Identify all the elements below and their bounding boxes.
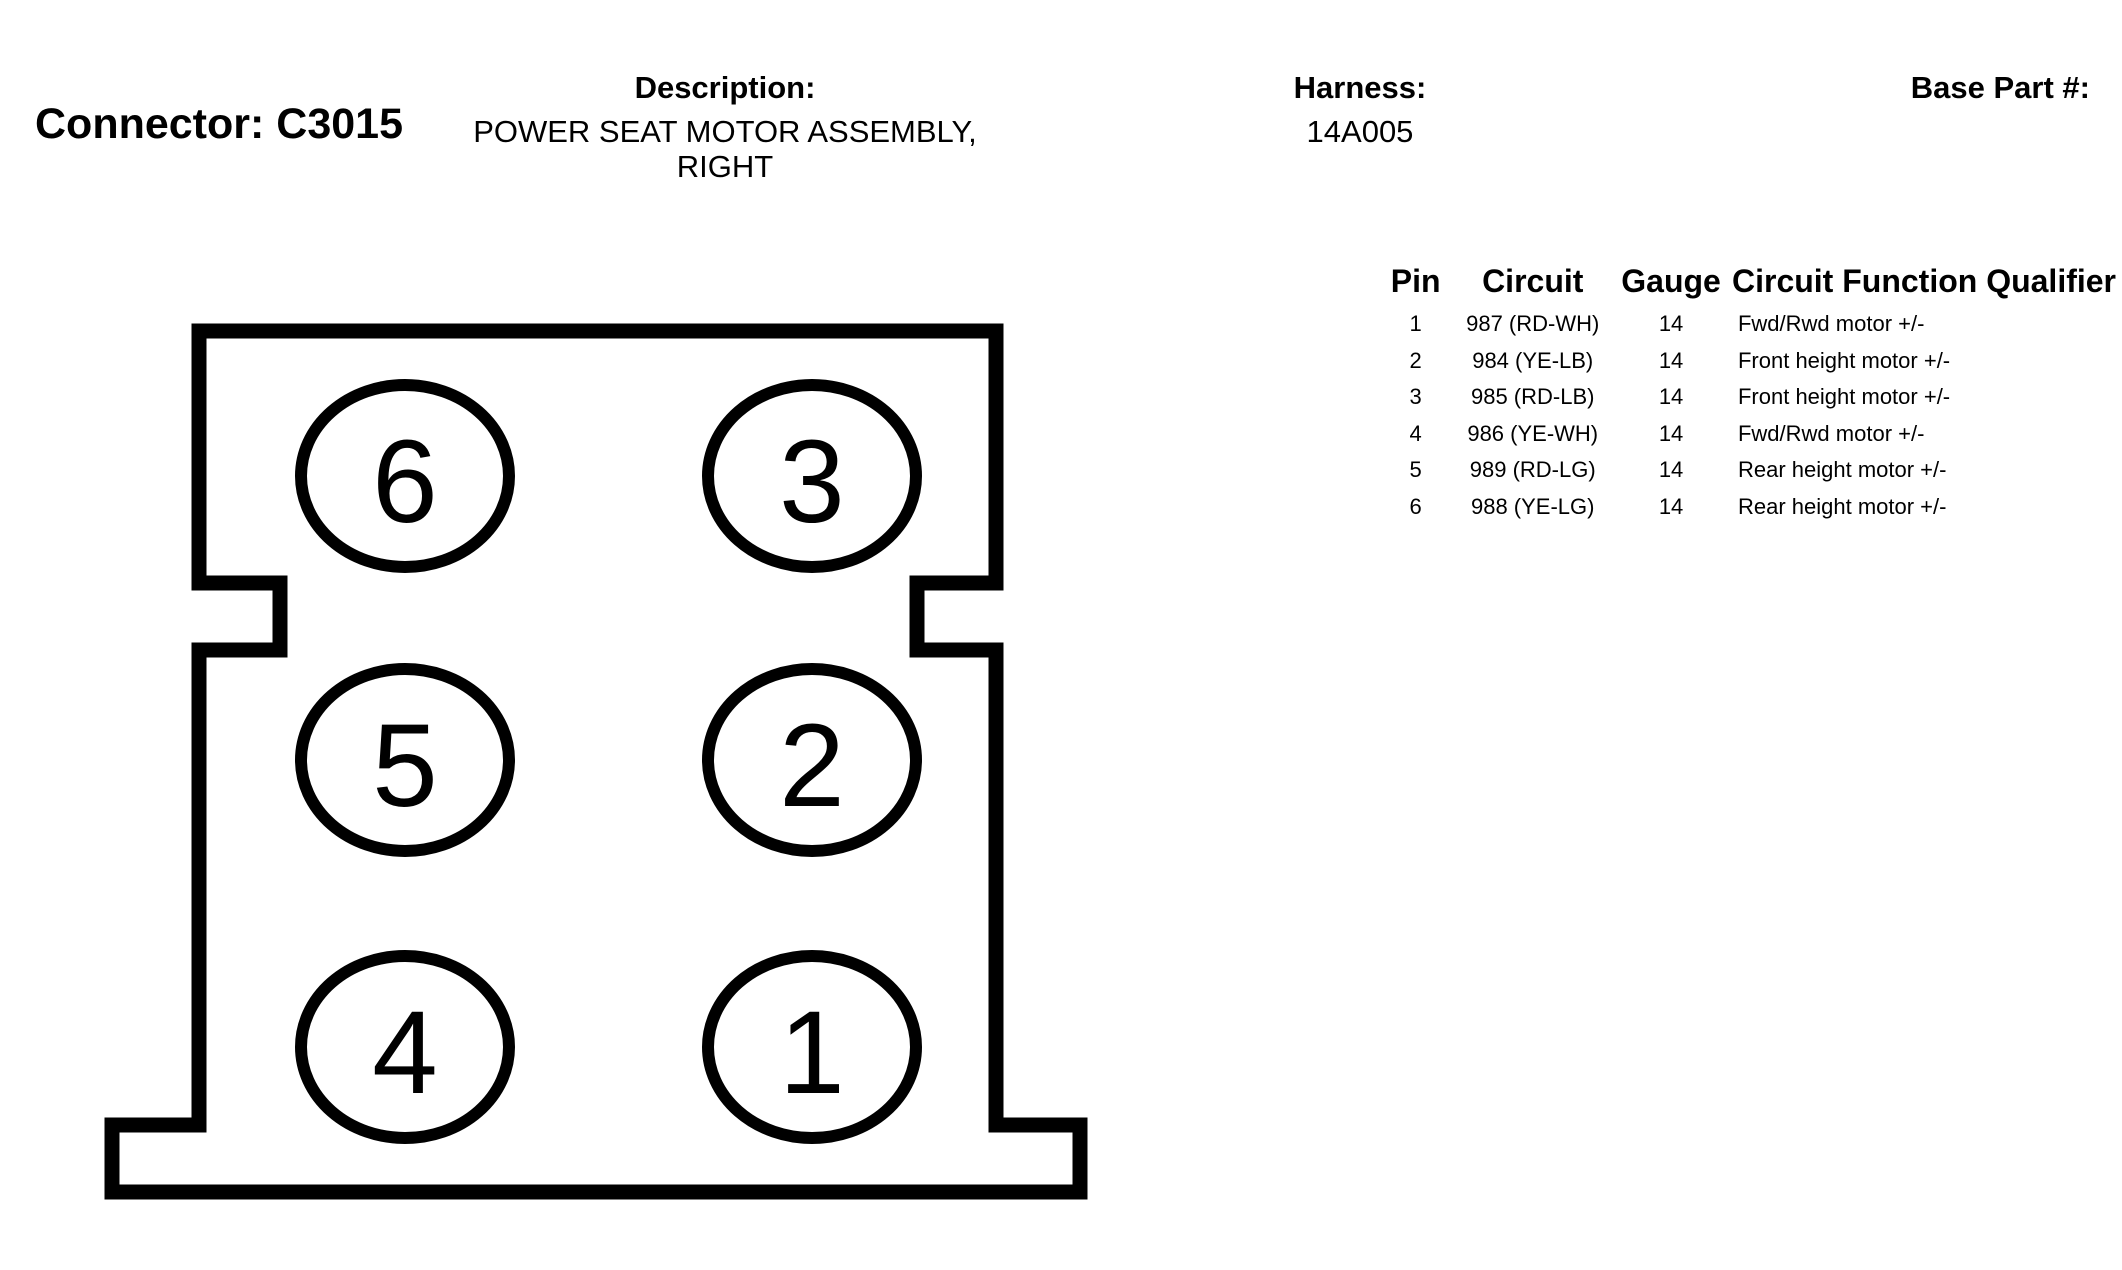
harness-block: Harness: 14A005 <box>1250 70 1470 149</box>
cell-function: Fwd/Rwd motor +/- <box>1737 311 1925 337</box>
harness-label: Harness: <box>1293 70 1427 105</box>
cell-gauge: 14 <box>1658 493 1684 519</box>
pin-cavity-3: 3 <box>702 379 922 573</box>
cell-function: Front height motor +/- <box>1737 384 1951 410</box>
cell-circuit: 984 (YE-LB) <box>1472 347 1594 373</box>
pin-number-label: 4 <box>372 987 438 1119</box>
cell-pin: 3 <box>1409 384 1422 410</box>
cell-circuit: 985 (RD-LB) <box>1470 384 1595 410</box>
pin-number-label: 1 <box>779 987 845 1119</box>
pin-number-label: 3 <box>779 416 845 548</box>
pin-cavity-outline <box>702 663 922 857</box>
cell-gauge: 14 <box>1658 420 1684 446</box>
cell-function: Rear height motor +/- <box>1737 493 1947 519</box>
pin-cavity-outline <box>295 663 515 857</box>
cell-circuit: 988 (YE-LG) <box>1470 493 1595 519</box>
pin-cavity-outline <box>702 379 922 573</box>
pin-cavity-5: 5 <box>295 663 515 857</box>
connector-housing-outline <box>104 323 1088 1200</box>
pin-table: Pin Circuit Gauge Circuit Function Quali… <box>1380 263 2122 525</box>
cell-gauge: 14 <box>1658 311 1684 337</box>
table-row: 4 986 (YE-WH) 14 Fwd/Rwd motor +/- <box>1380 416 2122 453</box>
pin-number-label: 5 <box>372 700 438 832</box>
table-row: 5 989 (RD-LG) 14 Rear height motor +/- <box>1380 452 2122 489</box>
description-block: Description: POWER SEAT MOTOR ASSEMBLY, … <box>440 70 1010 184</box>
cell-circuit: 989 (RD-LG) <box>1469 457 1596 483</box>
cell-gauge: 14 <box>1658 457 1684 483</box>
header-circuit-function: Circuit Function Qualifier <box>1731 263 2116 299</box>
pin-number-label: 2 <box>779 700 845 832</box>
cell-function: Front height motor +/- <box>1737 347 1951 373</box>
connector-face-diagram: 6 3 5 2 4 1 <box>104 323 1088 1200</box>
cell-pin: 1 <box>1409 311 1422 337</box>
table-row: 1 987 (RD-WH) 14 Fwd/Rwd motor +/- <box>1380 306 2122 343</box>
pin-cavity-4: 4 <box>295 950 515 1144</box>
table-row: 6 988 (YE-LG) 14 Rear height motor +/- <box>1380 489 2122 526</box>
header-gauge: Gauge <box>1621 263 1721 299</box>
cell-gauge: 14 <box>1658 384 1684 410</box>
pin-cavity-outline <box>295 950 515 1144</box>
pin-cavity-outline <box>295 379 515 573</box>
cell-pin: 2 <box>1409 347 1422 373</box>
pin-cavity-1: 1 <box>702 950 922 1144</box>
pin-cavity-outline <box>702 950 922 1144</box>
cell-circuit: 987 (RD-WH) <box>1466 311 1600 337</box>
cell-function: Fwd/Rwd motor +/- <box>1737 420 1925 446</box>
cell-pin: 5 <box>1409 457 1422 483</box>
header-circuit: Circuit <box>1482 263 1584 299</box>
description-label: Description: <box>634 70 816 105</box>
pin-number-label: 6 <box>372 416 438 548</box>
cell-pin: 6 <box>1409 493 1422 519</box>
cell-function: Rear height motor +/- <box>1737 457 1947 483</box>
base-part-block: Base Part #: <box>1870 70 2090 106</box>
cell-pin: 4 <box>1409 420 1422 446</box>
harness-value: 14A005 <box>1306 114 1414 149</box>
pin-table-header-row: Pin Circuit Gauge Circuit Function Quali… <box>1380 263 2122 306</box>
header-pin: Pin <box>1390 263 1441 299</box>
cell-circuit: 986 (YE-WH) <box>1467 420 1599 446</box>
description-line-2: RIGHT <box>676 149 774 184</box>
table-row: 2 984 (YE-LB) 14 Front height motor +/- <box>1380 343 2122 380</box>
pin-cavity-6: 6 <box>295 379 515 573</box>
cell-gauge: 14 <box>1658 347 1684 373</box>
description-line-1: POWER SEAT MOTOR ASSEMBLY, <box>473 114 977 149</box>
pin-cavity-2: 2 <box>702 663 922 857</box>
table-row: 3 985 (RD-LB) 14 Front height motor +/- <box>1380 379 2122 416</box>
base-part-label: Base Part #: <box>1910 70 2090 105</box>
connector-title: Connector: C3015 <box>35 100 403 148</box>
